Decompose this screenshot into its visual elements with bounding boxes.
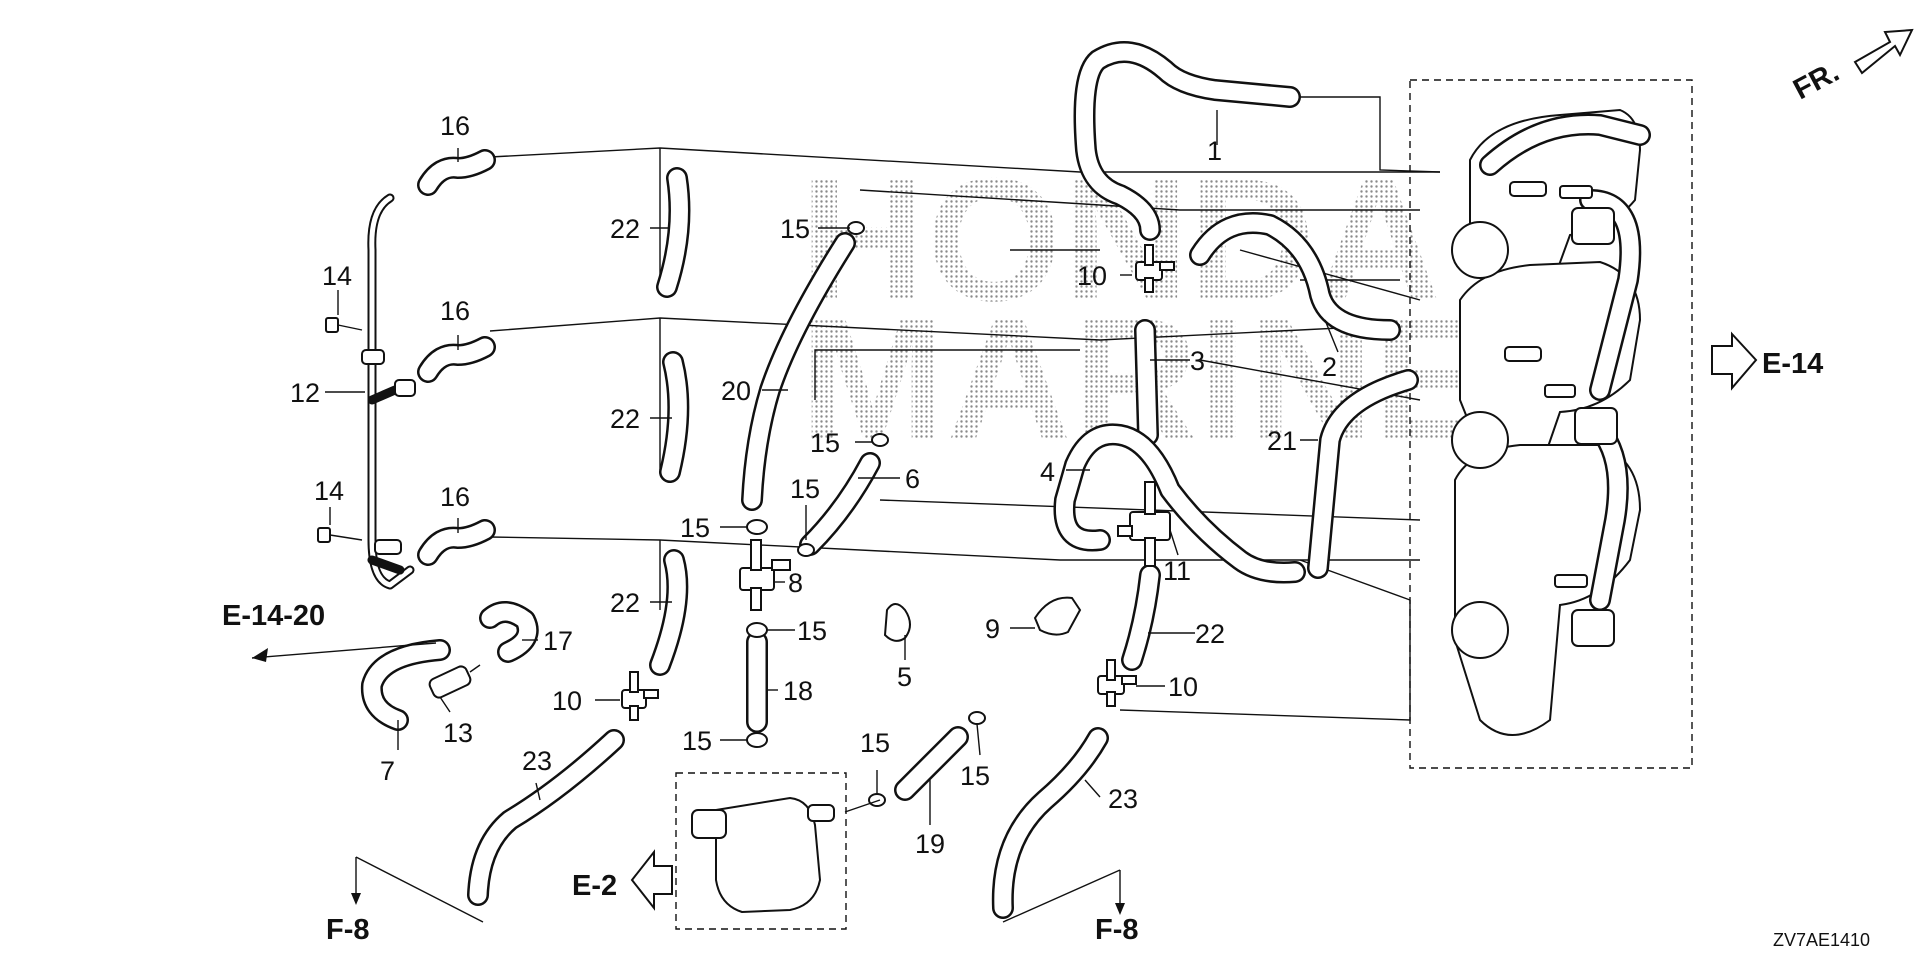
callout-19: 19 bbox=[915, 829, 945, 859]
callout-15-b: 15 bbox=[810, 428, 840, 458]
joint-10-left bbox=[621, 671, 659, 721]
callout-5: 5 bbox=[897, 662, 912, 692]
callout-6: 6 bbox=[905, 464, 920, 494]
joint-11 bbox=[1117, 481, 1171, 567]
hose-17 bbox=[479, 601, 539, 663]
callout-21: 21 bbox=[1267, 426, 1297, 456]
tube-12-assembly bbox=[361, 193, 416, 590]
hose-3 bbox=[1134, 319, 1159, 446]
bolt-14-top bbox=[325, 317, 363, 333]
callout-23-left: 23 bbox=[522, 746, 552, 776]
hose-16-middle bbox=[417, 336, 496, 383]
hose-4 bbox=[1053, 423, 1306, 584]
hose-16-bottom bbox=[417, 519, 496, 566]
callout-15-d: 15 bbox=[790, 474, 820, 504]
callout-14-top: 14 bbox=[322, 261, 352, 291]
callout-15-g: 15 bbox=[860, 728, 890, 758]
callout-16-top: 16 bbox=[440, 111, 470, 141]
hose-23-left bbox=[467, 729, 625, 906]
reference-f8-left: F-8 bbox=[326, 856, 484, 946]
e2-arrow-icon bbox=[630, 849, 673, 911]
callout-15-f: 15 bbox=[682, 726, 712, 756]
fuel-filter-boundary bbox=[675, 772, 847, 930]
callout-10-left: 10 bbox=[552, 686, 582, 716]
fuel-filter-assembly bbox=[675, 772, 881, 930]
hose-1 bbox=[1073, 41, 1301, 241]
callout-16-middle: 16 bbox=[440, 296, 470, 326]
callout-20: 20 bbox=[721, 376, 751, 406]
joint-10-right bbox=[1097, 659, 1137, 707]
hose-21 bbox=[1307, 369, 1419, 579]
callout-1: 1 bbox=[1207, 136, 1222, 166]
engine-block-group bbox=[1409, 79, 1693, 769]
hose-23-right bbox=[991, 727, 1109, 919]
hose-22-bottom bbox=[649, 549, 689, 676]
callout-16-bottom: 16 bbox=[440, 482, 470, 512]
callout-22-right: 22 bbox=[1195, 619, 1225, 649]
callout-8: 8 bbox=[788, 568, 803, 598]
hose-6 bbox=[799, 452, 881, 556]
reference-f8-right: F-8 bbox=[1002, 869, 1139, 946]
callout-22-bottom: 22 bbox=[610, 588, 640, 618]
hose-16-top bbox=[417, 149, 496, 196]
callout-leaders bbox=[325, 110, 1339, 825]
front-direction-indicator: FR. bbox=[1788, 28, 1914, 106]
callout-2: 2 bbox=[1322, 352, 1337, 382]
e14-20-label: E-14-20 bbox=[222, 600, 325, 632]
callout-10-top: 10 bbox=[1077, 261, 1107, 291]
callout-11: 11 bbox=[1163, 556, 1191, 586]
engine-block-boundary bbox=[1409, 79, 1693, 769]
callout-9: 9 bbox=[985, 614, 1000, 644]
hose-22-top bbox=[656, 167, 691, 298]
hose-2 bbox=[1189, 212, 1401, 341]
callout-15-h: 15 bbox=[960, 761, 990, 791]
hose-22-right bbox=[1121, 564, 1161, 671]
bolt-14-bottom bbox=[317, 527, 363, 543]
f8-left-label: F-8 bbox=[326, 914, 370, 946]
e14-label: E-14 bbox=[1762, 348, 1823, 380]
fr-label: FR. bbox=[1788, 56, 1844, 106]
callout-18: 18 bbox=[783, 676, 813, 706]
joint-10-top bbox=[1135, 244, 1175, 293]
callout-7: 7 bbox=[380, 756, 395, 786]
reference-e14-20: E-14-20 bbox=[222, 600, 437, 662]
hose-7 bbox=[360, 639, 451, 731]
joint-8 bbox=[739, 539, 791, 611]
callout-23-right: 23 bbox=[1108, 784, 1138, 814]
clamp-9 bbox=[1033, 596, 1082, 636]
hose-19 bbox=[894, 726, 969, 801]
callout-15-e: 15 bbox=[797, 616, 827, 646]
f8-right-label: F-8 bbox=[1095, 914, 1139, 946]
callout-22-top: 22 bbox=[610, 214, 640, 244]
e14-arrow-icon bbox=[1711, 331, 1758, 391]
hose-22-middle bbox=[659, 351, 690, 483]
callout-22-middle: 22 bbox=[610, 404, 640, 434]
callout-numbers: 1 2 3 4 5 6 7 8 9 10 10 10 11 12 13 14 1… bbox=[290, 111, 1337, 859]
reference-e14: E-14 bbox=[1711, 331, 1823, 391]
callout-13: 13 bbox=[443, 718, 473, 748]
reference-e2: E-2 bbox=[572, 849, 673, 911]
callout-15-c: 15 bbox=[680, 513, 710, 543]
callout-12: 12 bbox=[290, 378, 320, 408]
clamp-5 bbox=[883, 603, 911, 642]
callout-4: 4 bbox=[1040, 457, 1055, 487]
callout-17: 17 bbox=[543, 626, 573, 656]
callout-14-bottom: 14 bbox=[314, 476, 344, 506]
filter-13 bbox=[428, 664, 481, 699]
callout-10-right: 10 bbox=[1168, 672, 1198, 702]
e2-label: E-2 bbox=[572, 870, 617, 902]
callout-3: 3 bbox=[1190, 346, 1205, 376]
fr-arrow-icon bbox=[1853, 28, 1914, 75]
diagram-code: ZV7AE1410 bbox=[1773, 930, 1870, 950]
callout-15-a: 15 bbox=[780, 214, 810, 244]
